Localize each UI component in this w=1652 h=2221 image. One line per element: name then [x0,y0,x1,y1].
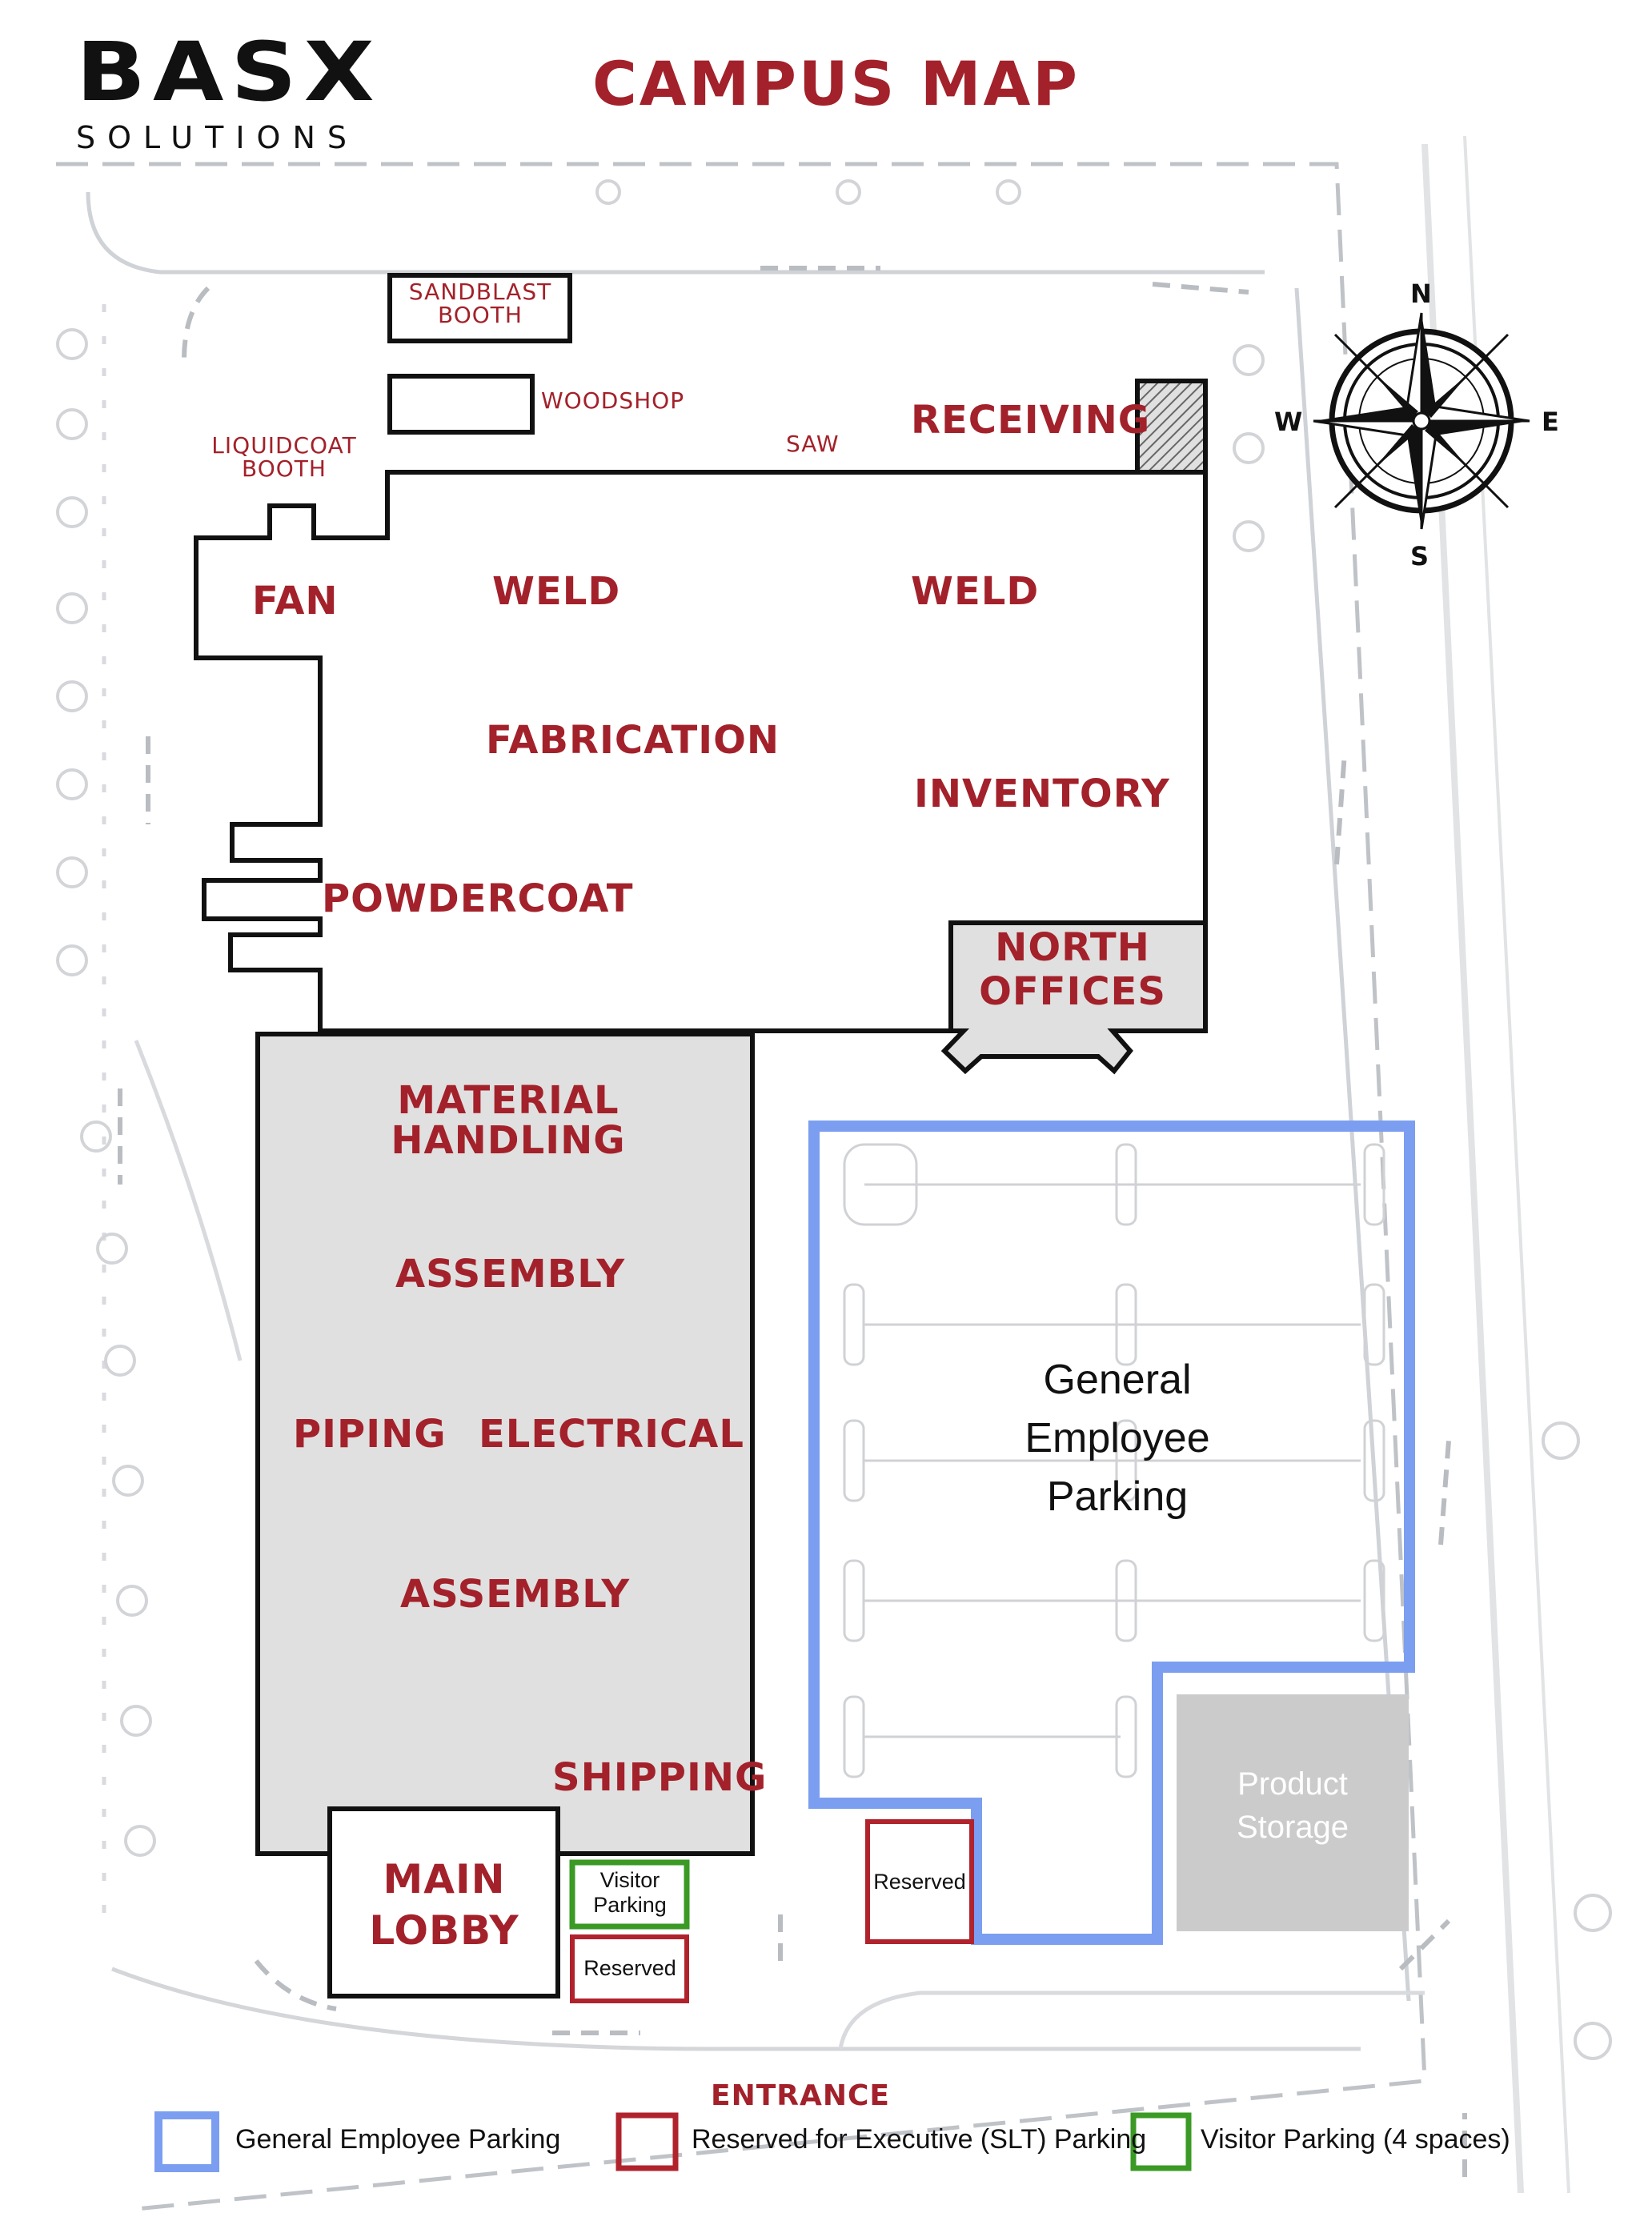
label-inventory: INVENTORY [914,772,1170,816]
south-building [255,1032,755,1856]
label-general-employee-parking: General Employee Parking [1024,1357,1210,1520]
landscape-dots [56,179,1612,2060]
compass-west: W [1274,407,1303,437]
north-offices-block [940,920,1208,1075]
label-north-offices: NORTH OFFICES [979,925,1166,1015]
legend-swatch-visitor [1130,2112,1192,2171]
label-main-lobby: MAIN LOBBY [369,1856,519,1954]
label-fabrication: FABRICATION [486,718,780,763]
product-storage-block [1177,1694,1409,1931]
label-woodshop: WOODSHOP [541,387,685,414]
north-building-outline [194,470,1208,1033]
label-material-handling: MATERIAL HANDLING [391,1078,626,1164]
label-weld-left: WELD [492,569,621,614]
label-weld-right: WELD [911,569,1040,614]
label-fan: FAN [252,579,339,623]
label-piping: PIPING [293,1412,447,1457]
legend-visitor-parking: Visitor Parking (4 spaces) [1201,2124,1510,2155]
label-shipping: SHIPPING [552,1755,768,1800]
employee-parking-outline [808,1121,1415,1945]
label-assembly-top: ASSEMBLY [395,1252,626,1297]
logo-sub: SOLUTIONS [76,120,359,155]
label-entrance: ENTRANCE [711,2079,890,2112]
company-logo: BASX SOLUTIONS [76,32,396,156]
label-assembly-bottom: ASSEMBLY [400,1572,631,1617]
label-product-storage: Product Storage [1236,1766,1349,1845]
legend-employee-parking: General Employee Parking [235,2124,561,2155]
logo-main: BASX [76,25,382,120]
compass-east: E [1542,407,1559,437]
label-sandblast-booth: SANDBLAST BOOTH [408,279,552,329]
compass-south: S [1410,541,1429,571]
legend-swatch-employee [154,2111,219,2172]
label-visitor-parking: Visitor Parking [593,1868,667,1918]
label-reserved-lobby: Reserved [583,1956,676,1980]
parking-stalls [843,1143,1385,1778]
traffic-arrows [118,266,1467,2177]
reserved-lobby-box [570,1934,689,2003]
main-lobby-block [327,1806,560,1998]
label-powdercoat: POWDERCOAT [322,876,634,921]
label-electrical: ELECTRICAL [479,1412,744,1457]
label-receiving: RECEIVING [911,398,1151,443]
legend-swatch-reserved [615,2112,679,2171]
visitor-parking-box [569,1859,690,1930]
compass-rose-icon [1313,312,1530,530]
label-saw: SAW [786,431,840,457]
legend-reserved-parking: Reserved for Executive (SLT) Parking [692,2124,1147,2155]
label-liquidcoat-booth: LIQUIDCOAT BOOTH [211,432,357,483]
page-title: CAMPUS MAP [592,48,1080,119]
reserved-lot-box [865,1819,974,1944]
sandblast-booth [387,273,572,343]
woodshop-building [387,374,535,435]
label-reserved-lot: Reserved [873,1870,966,1894]
compass-north: N [1410,279,1432,309]
